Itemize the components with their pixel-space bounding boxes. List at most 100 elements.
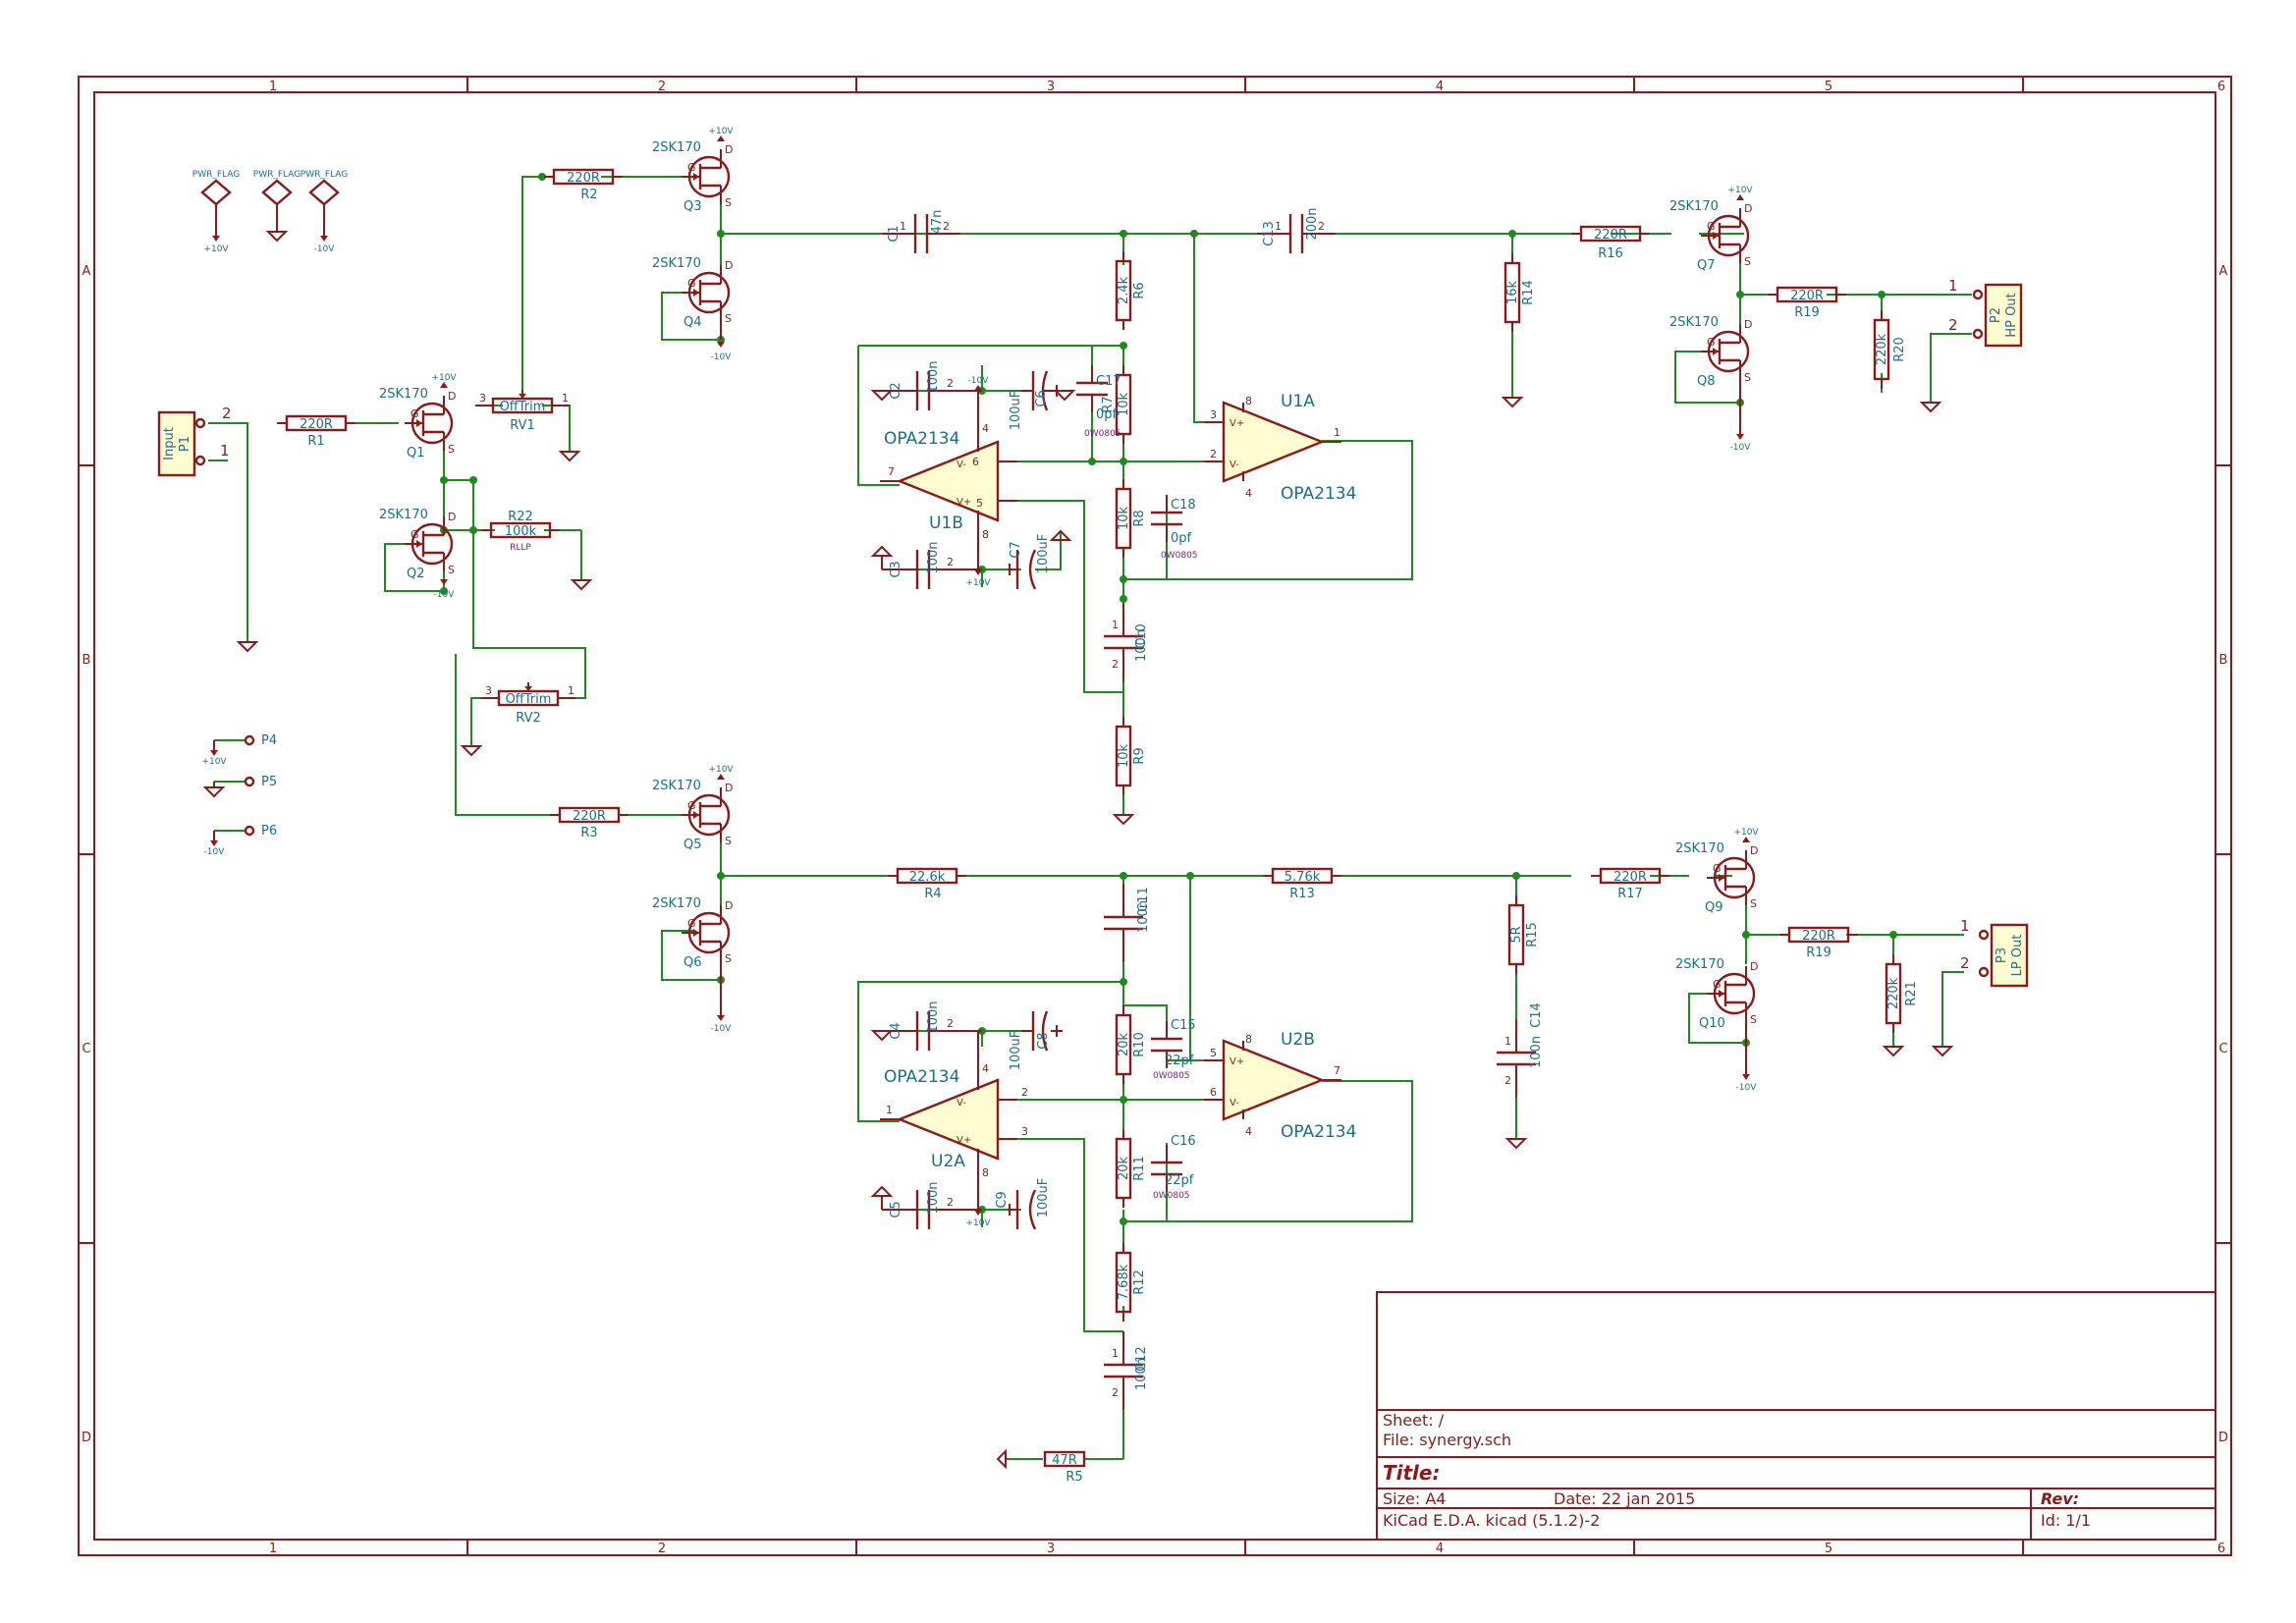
svg-text:Q3: Q3 [683, 199, 702, 214]
jfet-q5: 2SK170 Q5 G D S +10V [652, 765, 734, 852]
capacitor-c12: C12 100n 1 2 [1102, 1329, 1149, 1412]
svg-text:-10V: -10V [968, 376, 990, 386]
opamp-u2a: 2 3 V- V+ 1 4 8 OPA2134 U2A +10V [880, 1031, 1028, 1228]
svg-text:2SK170: 2SK170 [652, 779, 701, 793]
svg-text:-10V: -10V [711, 1024, 733, 1034]
svg-text:V+: V+ [1230, 418, 1244, 429]
col-5-bottom: 5 [1825, 1542, 1832, 1556]
svg-text:5: 5 [976, 497, 983, 510]
col-4: 4 [1436, 80, 1444, 94]
resistor-r21: 220k R21 [1885, 952, 1919, 1035]
svg-text:8: 8 [1245, 395, 1252, 407]
rev-label: Rev: [2041, 1489, 2079, 1508]
svg-text:220R: 220R [1594, 228, 1627, 243]
svg-text:S: S [725, 196, 732, 209]
svg-text:PWR_FLAG: PWR_FLAG [192, 170, 240, 180]
svg-text:3: 3 [1210, 408, 1217, 421]
svg-text:+10V: +10V [965, 1218, 991, 1228]
svg-text:2SK170: 2SK170 [1669, 315, 1719, 330]
capacitor-c16: C16 22pf 0W0805 [1151, 1134, 1196, 1201]
svg-text:G: G [410, 407, 419, 420]
svg-text:G: G [1713, 862, 1722, 875]
svg-text:C4: C4 [889, 1022, 903, 1039]
svg-text:4: 4 [982, 1062, 989, 1075]
svg-text:R6: R6 [1132, 282, 1147, 298]
svg-text:C7: C7 [1009, 541, 1023, 558]
svg-text:RLLP: RLLP [510, 543, 531, 553]
resistor-r4: 22.6k R4 [886, 867, 968, 901]
svg-text:2SK170: 2SK170 [379, 387, 428, 402]
svg-text:1: 1 [1275, 220, 1282, 233]
svg-text:0W0805: 0W0805 [1084, 429, 1121, 439]
resistor-r10: 20k R10 [1115, 1003, 1147, 1086]
svg-text:+10V: +10V [1727, 186, 1753, 195]
svg-text:1: 1 [900, 220, 906, 233]
svg-text:D: D [1744, 318, 1752, 331]
svg-text:16k: 16k [1505, 280, 1520, 304]
svg-text:D: D [725, 782, 733, 794]
svg-text:2: 2 [947, 556, 954, 568]
svg-text:100k: 100k [505, 524, 537, 539]
svg-text:+10V: +10V [708, 765, 734, 775]
svg-text:200n: 200n [1305, 207, 1320, 240]
resistor-r16: 220R R16 [1569, 225, 1652, 261]
svg-text:3: 3 [485, 684, 492, 697]
resistor-r14: 16k R14 [1503, 251, 1536, 334]
svg-text:P3: P3 [1995, 947, 2009, 963]
row-c: C [82, 1042, 90, 1056]
svg-text:C16: C16 [1171, 1134, 1196, 1149]
svg-text:2SK170: 2SK170 [652, 256, 701, 271]
svg-text:100n: 100n [1134, 629, 1149, 662]
capacitor-c6: 100uF C6 [1009, 370, 1063, 430]
svg-text:2.4k: 2.4k [1117, 276, 1131, 304]
col-6-bottom: 6 [2217, 1542, 2225, 1556]
row-d: D [82, 1431, 91, 1445]
jfet-q2: 2SK170 Q2 G D S -10V [379, 508, 456, 600]
capacitor-c1: C1 47n 1 2 [880, 210, 962, 255]
svg-text:C2: C2 [889, 382, 903, 399]
svg-text:C10: C10 [1134, 623, 1149, 649]
capacitor-c9: C9 100uF [995, 1178, 1051, 1230]
col-3-bottom: 3 [1047, 1542, 1055, 1556]
col-1: 1 [269, 80, 277, 94]
svg-text:R3: R3 [580, 826, 597, 840]
svg-text:R7: R7 [1101, 396, 1116, 412]
svg-text:1: 1 [568, 684, 574, 697]
svg-text:22pf: 22pf [1165, 1173, 1194, 1188]
col-4-bottom: 4 [1436, 1542, 1444, 1556]
svg-text:20k: 20k [1117, 1156, 1131, 1180]
svg-text:-10V: -10V [204, 847, 226, 857]
svg-text:P4: P4 [261, 733, 277, 748]
resistor-r19-hp: 220R R19 [1766, 286, 1848, 320]
svg-text:100n: 100n [926, 1001, 941, 1033]
svg-text:0W0805: 0W0805 [1153, 1191, 1190, 1201]
svg-text:V+: V+ [957, 1135, 971, 1146]
outer-frame [78, 76, 2232, 1556]
svg-text:0pf: 0pf [1171, 531, 1192, 546]
svg-text:R15: R15 [1525, 922, 1540, 947]
svg-text:22pf: 22pf [1165, 1054, 1194, 1068]
row-b-right: B [2219, 653, 2228, 668]
svg-text:R11: R11 [1132, 1156, 1147, 1181]
svg-text:C6: C6 [1034, 390, 1049, 406]
svg-text:Q5: Q5 [683, 838, 702, 852]
svg-text:C9: C9 [995, 1191, 1010, 1208]
svg-text:S: S [1744, 371, 1751, 384]
resistor-r9: 10k R9 [1115, 715, 1147, 797]
svg-text:1: 1 [1112, 619, 1119, 631]
svg-text:R4: R4 [924, 887, 941, 901]
svg-text:S: S [1744, 255, 1751, 268]
svg-text:PWR_FLAG: PWR_FLAG [253, 170, 301, 180]
svg-text:Q2: Q2 [407, 567, 425, 581]
svg-text:1: 1 [1504, 1035, 1511, 1048]
svg-text:D: D [1744, 202, 1752, 215]
title-block: Sheet: / File: synergy.sch Title: Size: … [1376, 1291, 2216, 1541]
svg-text:100n: 100n [1134, 1358, 1149, 1390]
pwr-flag-1: PWR_FLAG +10V [192, 170, 240, 254]
svg-text:Q6: Q6 [683, 955, 702, 970]
svg-text:Q10: Q10 [1699, 1016, 1725, 1031]
opamp-u2b: V+ V- 5 6 7 8 4 U2B OPA2134 [1204, 1030, 1356, 1142]
svg-text:G: G [687, 277, 696, 290]
row-a: A [82, 264, 91, 279]
svg-text:P6: P6 [261, 824, 277, 839]
